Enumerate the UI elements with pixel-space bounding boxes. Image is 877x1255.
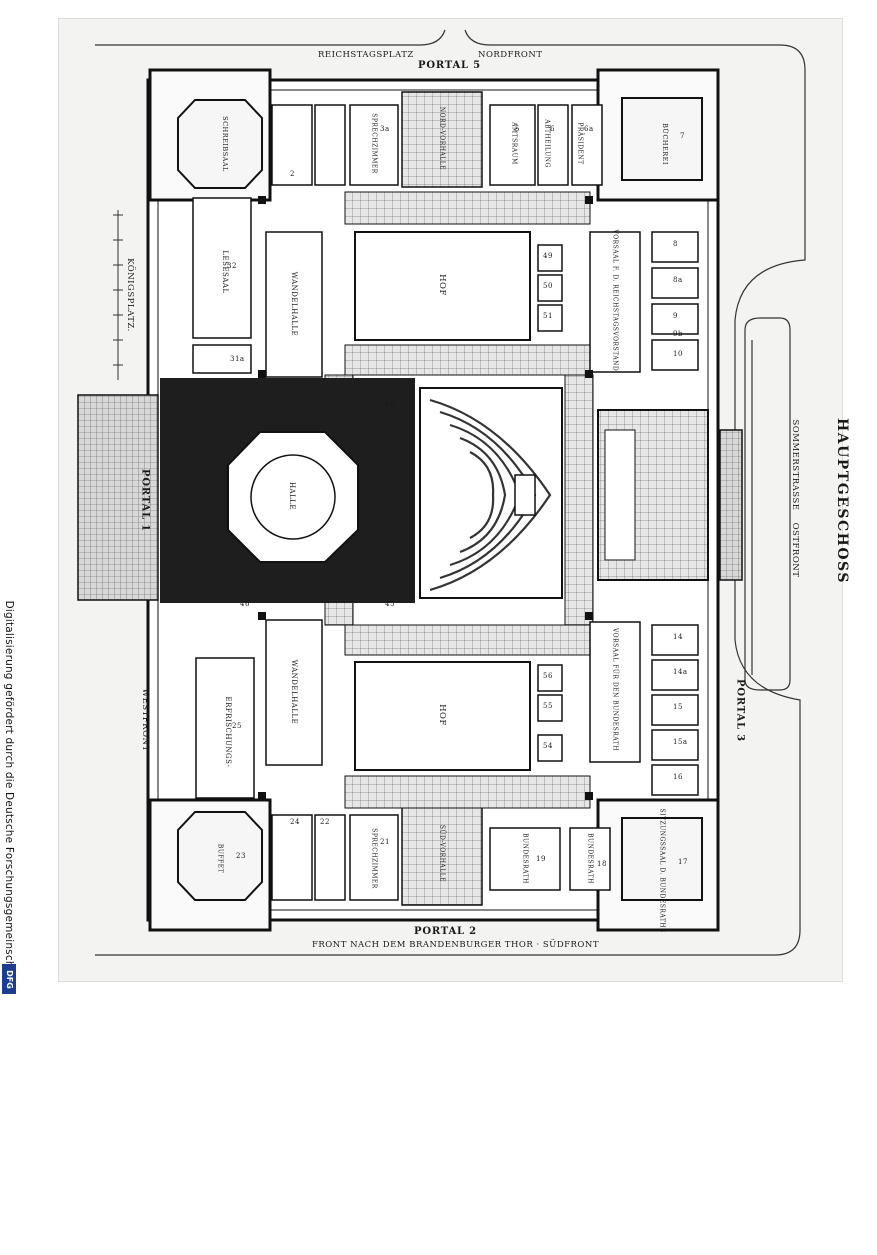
portal-3-label: PORTAL 3 [734,679,746,742]
corner-rooms [177,97,703,901]
room-number: 56 [543,672,553,680]
bundesrath-number: 19 [536,855,546,863]
floor-plan-drawing [77,29,806,956]
vorsaal-reichstag-label: VORSAAL F. D. REICHSTAGSVORSTAND [611,229,619,372]
bundesrath-label: BUNDESRATH [521,833,529,884]
west-wing [192,197,323,799]
amtsraum-label: AMTSRAUM [510,122,518,165]
central-halle [160,378,415,603]
room-number: 48 [385,400,395,408]
east-wing [537,231,699,796]
digitization-note: Digitalisierung gefördert durch die Deut… [3,600,15,990]
lesesaal-number: 32 [227,262,237,270]
sitzungssaal-label: SITZUNGSSAAL D. BUNDESRATHS [658,808,666,933]
sommerstrasse-label: SOMMERSTRASSE [790,419,800,511]
praesident-number: 6a [584,125,594,133]
room-number: 22 [320,818,330,826]
buecherei-number: 7 [680,132,685,140]
sued-vorhalle-label: SÜD-VORHALLE [438,824,446,883]
koenigsplatz-line [113,210,123,380]
room-number: 45 [385,600,395,608]
sprechzimmer-south-number: 21 [380,838,390,846]
sitzungssaal-number: 17 [678,858,688,866]
nordfront-label: NORDFRONT [478,50,543,60]
room-number: 15 [673,703,683,711]
room-number: 8a [673,276,683,284]
bundesrath-b-label: BUNDESRATH [586,833,594,884]
courtyards [354,231,531,771]
east-hall [597,409,743,581]
reichstagsplatz-label: REICHSTAGSPLATZ [318,50,414,60]
portal-2-label: PORTAL 2 [414,926,477,937]
sprechzimmer-south-label: SPRECHZIMMER [370,828,378,889]
room-number: 51 [543,312,553,320]
vorsaal-bundesrath-label: VORSAAL FÜR DEN BUNDESRATH [611,627,619,752]
ostfront-label: OSTFRONT [790,522,800,578]
dfg-logo: DFG [2,964,16,994]
abtheilung-number: 6 [550,125,555,133]
nord-vorhalle-label: NORD-VORHALLE [438,106,446,171]
pillars [258,196,593,800]
room-number: 55 [543,702,553,710]
bundesrath-b-number: 18 [597,860,607,868]
suedfront-label: FRONT NACH DEM BRANDENBURGER THOR · SÜDF… [312,940,600,950]
room-number: 49 [543,252,553,260]
lesesaal-label: LESESAAL [221,250,229,294]
hof-south-label: HOF [437,704,447,726]
room-number: 9b [673,330,683,338]
room-number: 15a [673,738,688,746]
sprechzimmer-north-label: SPRECHZIMMER [370,113,378,174]
hof-north-label: HOF [437,274,447,296]
portal-5-label: PORTAL 5 [418,60,481,71]
buffet-number: 23 [236,852,246,860]
erfrischungsraum-number: 25 [232,722,242,730]
room-number: 31a [230,355,245,363]
room-number: 50 [543,282,553,290]
sprechzimmer-north-number: 3a [380,125,390,133]
dfg-logo-text: DFG [4,969,14,989]
room-number: 54 [543,742,553,750]
wandelhalle-north-label: WANDELHALLE [290,271,298,337]
room-number: 8 [673,240,678,248]
abtheilung-label: ABTHEILUNG [543,119,551,168]
buffet-label: BUFFET [216,843,224,874]
koenigsplatz-label: KÖNIGSPLATZ. [125,258,135,332]
room-number: 10 [673,350,683,358]
south-range [271,804,611,906]
praesident-label: PRÄSIDENT [576,122,584,165]
amtsraum-number: 5 [515,125,520,133]
room-number: 24 [290,818,300,826]
north-range [271,91,603,188]
room-number: 16 [673,773,683,781]
map-title: HAUPTGESCHOSS [834,418,850,584]
wandelhalle-south-label: WANDELHALLE [290,659,298,725]
room-number: 14 [673,633,683,641]
street-outline [95,29,806,956]
room-number: 2 [290,170,295,178]
room-number: 9 [673,312,678,320]
westfront-label: WESTFRONT [140,688,150,752]
buecherei-label: BÜCHEREI [661,123,669,165]
halle-label: HALLE [288,481,296,511]
room-number: 46 [240,600,250,608]
room-number: 14a [673,668,688,676]
plenary-chamber [419,387,563,599]
schreibsaal-label: SCHREIBSAAL [221,116,229,172]
portal-1-label: PORTAL 1 [139,469,151,532]
erfrischungsraum-label: ERFRISCHUNGS- [224,696,232,768]
